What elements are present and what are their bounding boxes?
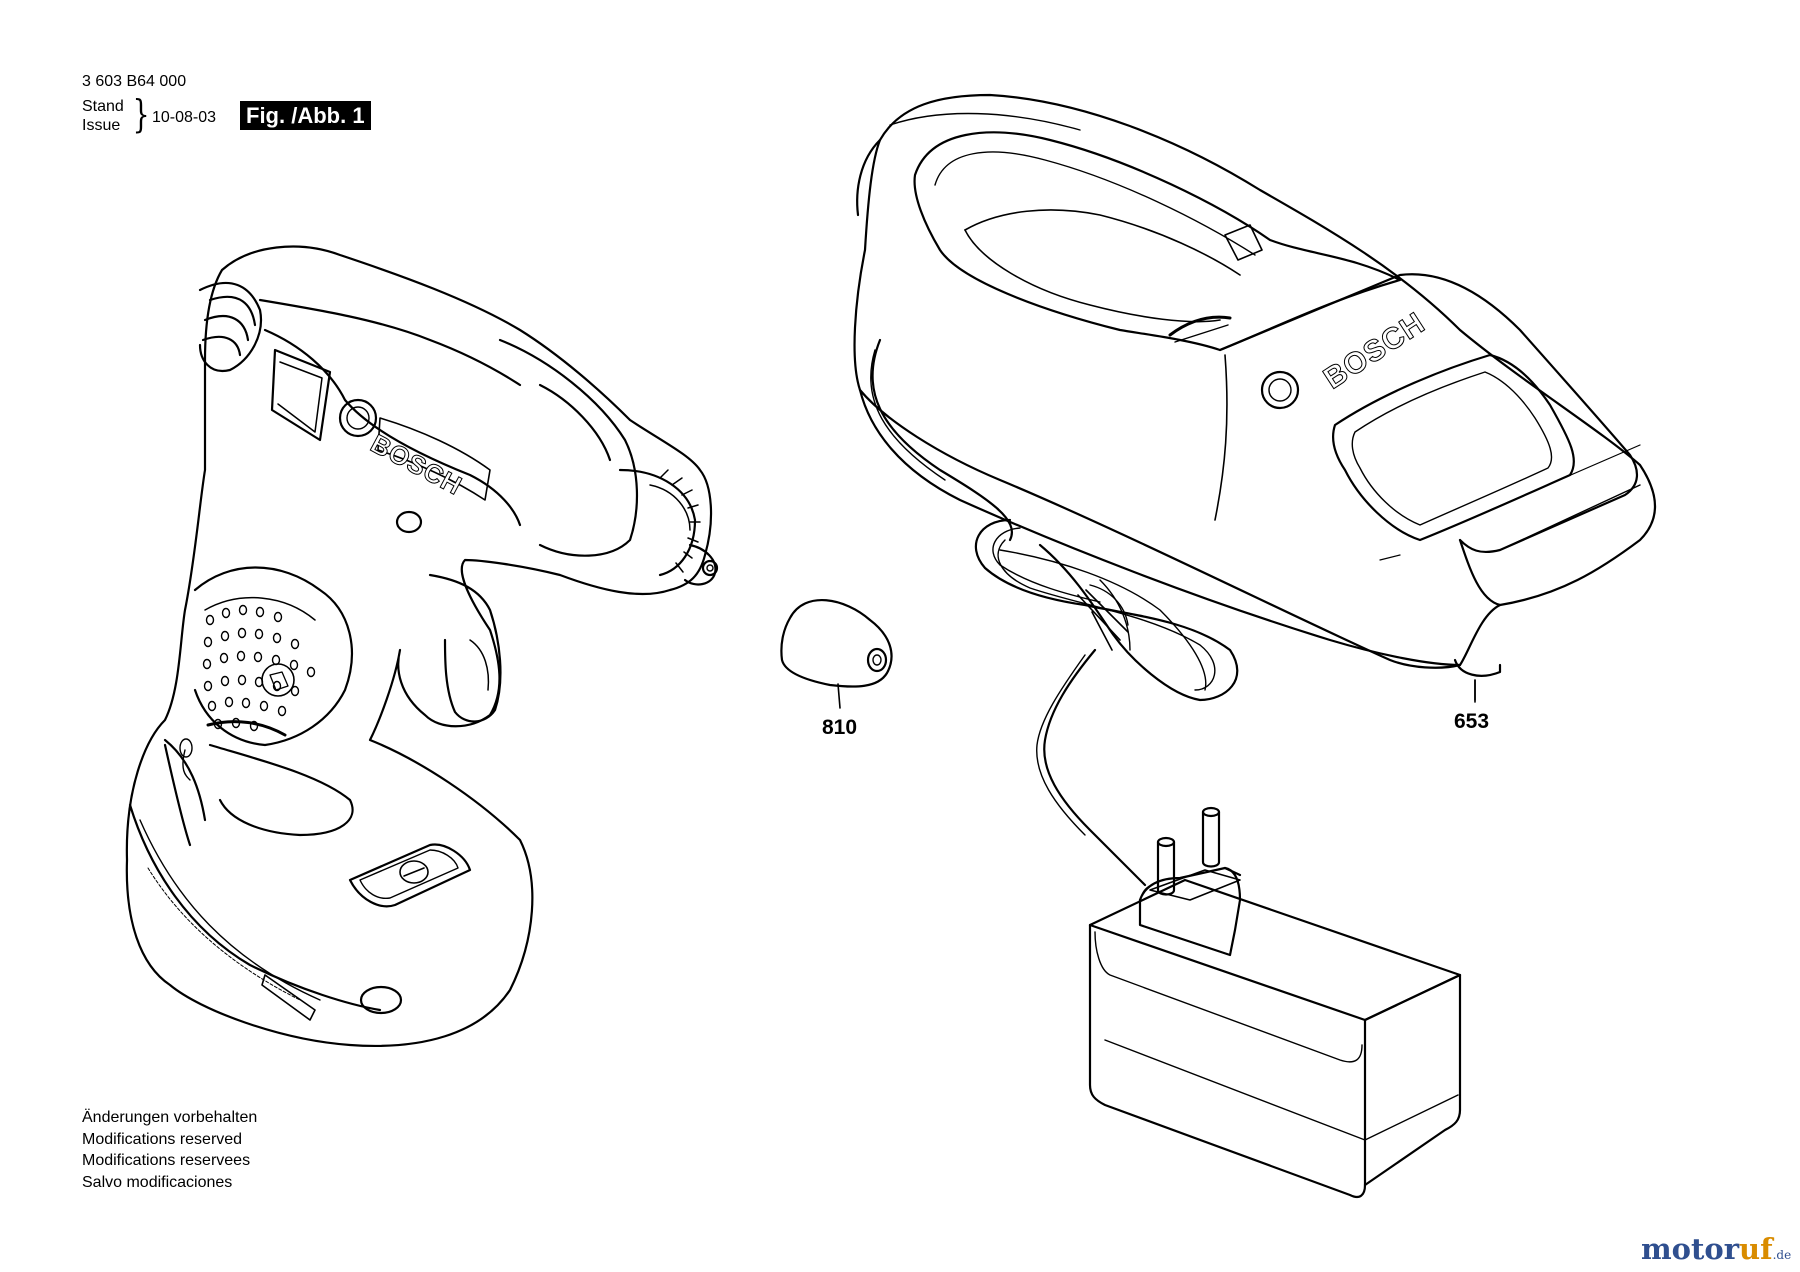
callout-653: 653 [1454, 710, 1490, 733]
note-line: Salvo modificaciones [82, 1173, 233, 1191]
watermark-accent: uf [1739, 1232, 1773, 1266]
note-line: Modifications reserved [82, 1130, 243, 1148]
callout-810: 810 [822, 716, 858, 739]
power-cable-drawing [870, 338, 1239, 887]
issue-date: 10-08-03 [152, 109, 217, 126]
watermark-suffix: .de [1772, 1248, 1792, 1262]
nozzle-cap-drawing [780, 598, 893, 709]
figure-label: Fig. /Abb. 1 [240, 101, 371, 130]
part-number: 3 603 B64 000 [82, 73, 187, 90]
brace-icon: } [132, 92, 150, 136]
notes-block: Änderungen vorbehalten Modifications res… [82, 1107, 257, 1193]
charger-drawing [853, 93, 1657, 701]
watermark: motoruf.de [1641, 1232, 1791, 1266]
stand-label: Stand [82, 98, 124, 115]
note-line: Änderungen vorbehalten [82, 1109, 258, 1126]
glue-gun-drawing [125, 245, 719, 1047]
power-adapter-drawing [1088, 806, 1462, 1199]
watermark-main: motor [1641, 1232, 1740, 1266]
issue-label: Issue [82, 117, 121, 134]
note-line: Modifications reservees [82, 1152, 251, 1169]
